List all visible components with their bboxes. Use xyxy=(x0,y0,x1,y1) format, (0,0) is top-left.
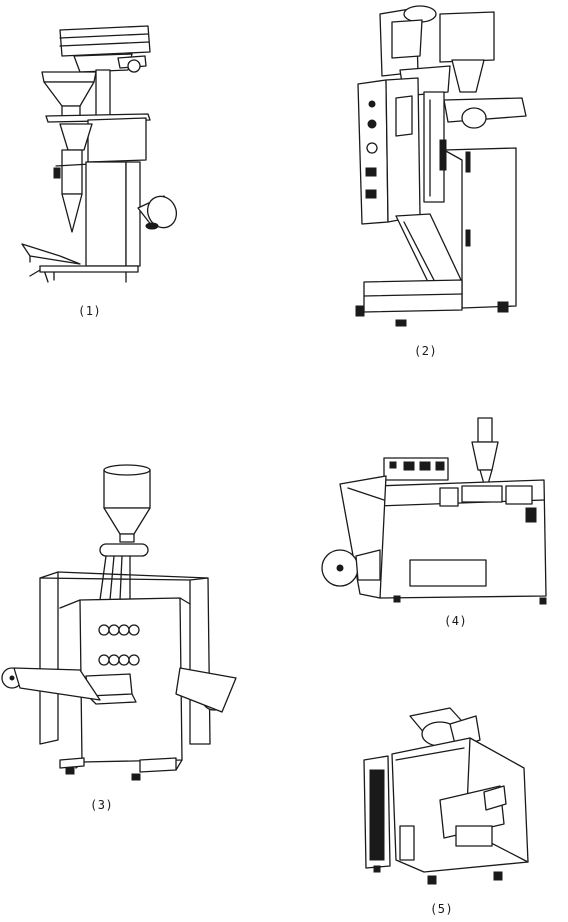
machine-1 xyxy=(22,26,181,282)
machine-3 xyxy=(2,465,236,780)
label-2: (2) xyxy=(414,344,438,358)
label-1: (1) xyxy=(78,304,102,318)
machine-2 xyxy=(356,6,526,326)
machine-4 xyxy=(322,418,546,604)
label-5: (5) xyxy=(430,902,454,916)
label-3: (3) xyxy=(90,798,114,812)
machine-5 xyxy=(364,708,528,884)
label-4: (4) xyxy=(444,614,468,628)
